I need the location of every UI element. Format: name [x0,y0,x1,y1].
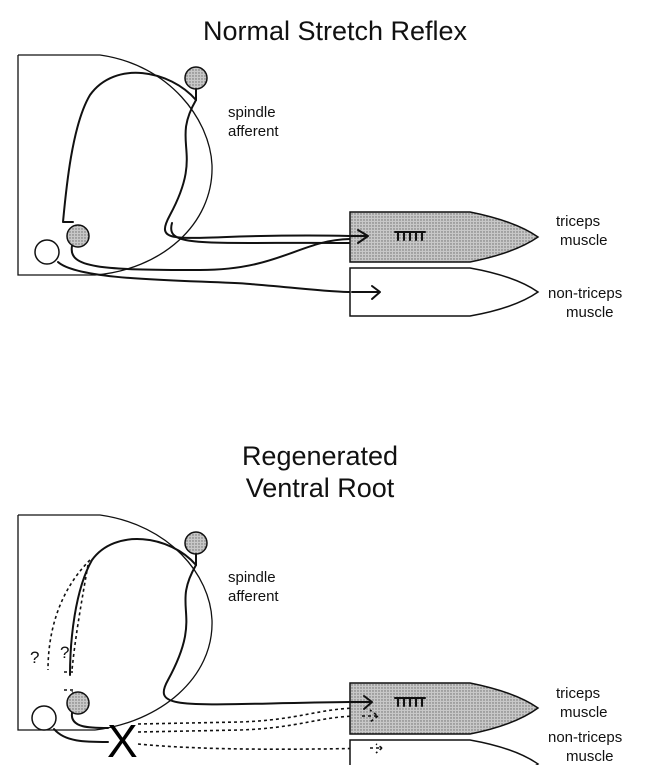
normal-reflex-panel: Normal Stretch Reflex spindle afferent t… [18,16,622,321]
regenerated-axon-non-triceps [138,744,380,749]
regenerated-axon-triceps-lower [138,716,360,732]
non-triceps-label-line2: muscle [566,304,614,321]
non-triceps-label2-line2: muscle [566,748,614,765]
non-triceps-muscle-shape-2 [350,740,538,765]
triceps-motoneuron-2 [67,692,89,714]
afferent-central-branch-2 [70,539,196,675]
triceps-label2-line2: muscle [560,704,608,721]
non-triceps-label-line1: non-triceps [548,285,622,302]
non-triceps-label2-line1: non-triceps [548,729,622,746]
spindle-label-line2: afferent [228,123,279,140]
ventral-root-lesion-mark: X [107,715,138,765]
non-triceps-motoneuron [35,240,59,264]
non-triceps-motoneuron-2 [32,706,56,730]
afferent-central-branch [63,73,196,222]
panel-title-regenerated-line2: Ventral Root [246,473,395,503]
triceps-muscle-shape-2 [350,683,538,734]
regenerated-root-panel: Regenerated Ventral Root spindle afferen… [18,441,622,765]
panel-title-regenerated-line1: Regenerated [242,441,398,471]
regenerated-axon-triceps-upper [138,708,360,724]
drg-cell-body-2 [185,532,207,554]
afferent-fiber-parallel [171,223,350,243]
question-mark-left: ? [30,648,39,667]
non-triceps-axon-to-lesion [54,729,108,742]
question-mark-right: ? [60,643,69,662]
panel-title-normal: Normal Stretch Reflex [203,16,468,46]
triceps-label-line2: muscle [560,232,608,249]
triceps-axon-to-lesion [72,713,108,728]
drg-cell-body [185,67,207,89]
triceps-muscle-shape [350,212,538,262]
spindle-label2-line2: afferent [228,588,279,605]
spindle-label2-line1: spindle [228,569,276,586]
triceps-label2-line1: triceps [556,685,600,702]
spindle-label-line1: spindle [228,104,276,121]
triceps-motoneuron [67,225,89,247]
triceps-label-line1: triceps [556,213,600,230]
spinal-cord-gray-matter-boundary-2 [18,515,212,730]
